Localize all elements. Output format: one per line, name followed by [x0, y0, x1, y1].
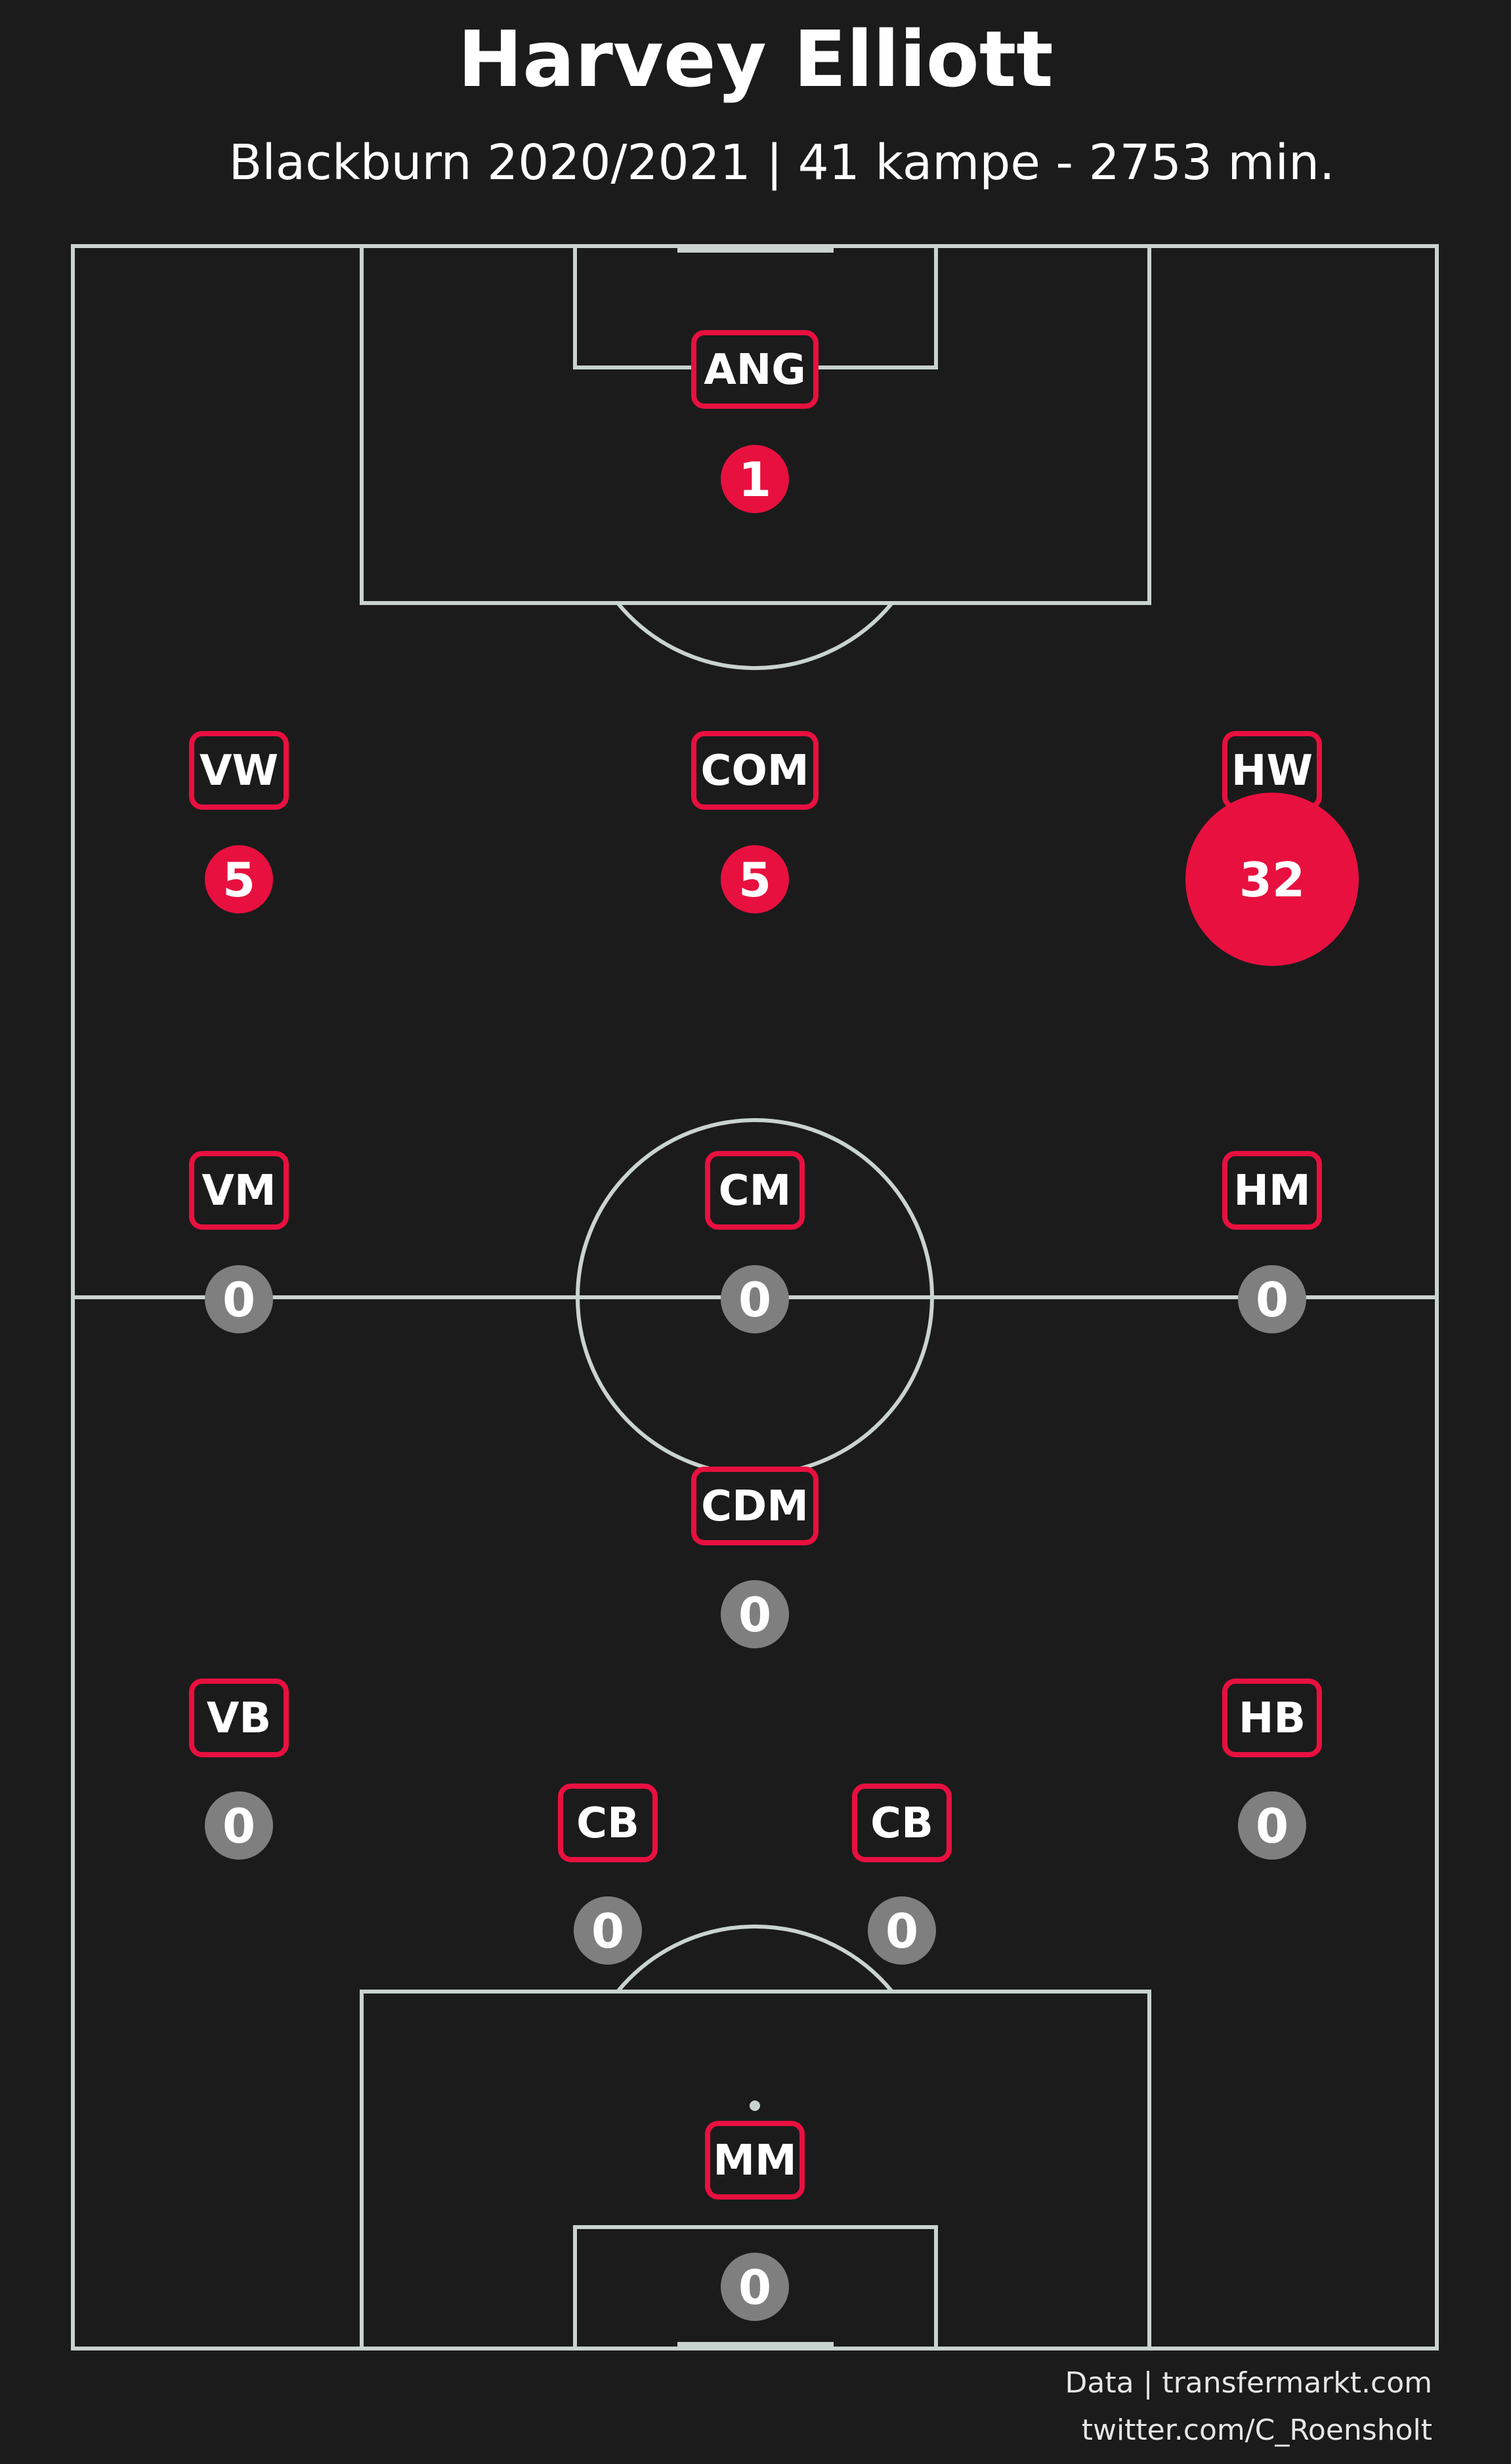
position-hw: HW 32: [1185, 731, 1359, 966]
position-label-box: [558, 1784, 658, 1862]
position-label-box: [852, 1784, 952, 1862]
position-label-box: [705, 2121, 805, 2200]
position-hb: HB 0: [1222, 1679, 1322, 1860]
position-label-box: [705, 1151, 805, 1230]
position-vw: VW 5: [189, 731, 289, 913]
count-circle: [721, 1265, 789, 1333]
position-label: CDM: [701, 1482, 809, 1531]
position-label-box: [691, 731, 819, 810]
count-value: 0: [223, 1799, 255, 1854]
position-label: ANG: [704, 346, 806, 394]
penalty-spot: [750, 2100, 760, 2111]
position-label-box: [1222, 1679, 1322, 1757]
position-label: CM: [719, 1167, 792, 1215]
position-label: HM: [1233, 1167, 1310, 1215]
position-vm: VM 0: [189, 1151, 289, 1333]
position-label: COM: [700, 747, 809, 795]
position-cb-left: CB 0: [558, 1784, 658, 1965]
position-cdm: CDM 0: [691, 1467, 819, 1648]
count-circle: [205, 1791, 273, 1860]
count-value: 0: [738, 2260, 771, 2315]
position-label: HW: [1231, 747, 1313, 795]
count-circle: [1238, 1791, 1306, 1860]
position-label-box: [691, 330, 819, 409]
position-label-box: [189, 1679, 289, 1757]
position-com: COM 5: [691, 731, 819, 913]
count-circle: [205, 1265, 273, 1333]
count-circle: [574, 1896, 642, 1965]
position-cb-right: CB 0: [852, 1784, 952, 1965]
count-value: 0: [738, 1587, 771, 1642]
count-circle: [721, 1580, 789, 1648]
count-value: 5: [223, 852, 255, 908]
position-mm: MM 0: [705, 2121, 805, 2321]
position-label: CB: [576, 1799, 639, 1848]
position-label-box: [189, 1151, 289, 1230]
count-value: 0: [738, 1272, 771, 1327]
data-source-credit: Data | transfermarkt.com: [1065, 2366, 1432, 2400]
position-hm: HM 0: [1222, 1151, 1322, 1333]
position-label: VB: [207, 1694, 271, 1743]
count-circle: [721, 845, 789, 913]
count-value: 0: [1256, 1799, 1288, 1854]
count-circle: [721, 2253, 789, 2321]
position-label: VM: [202, 1167, 276, 1215]
count-circle: [868, 1896, 936, 1965]
count-value: 0: [1256, 1272, 1288, 1327]
top-penalty-arc: [616, 602, 894, 670]
position-label: MM: [713, 2137, 796, 2185]
count-value: 0: [591, 1904, 624, 1959]
author-credit: twitter.com/C_Roensholt: [1081, 2413, 1432, 2447]
position-ang: ANG 1: [691, 330, 819, 513]
count-circle: [1185, 793, 1359, 966]
count-value: 0: [223, 1272, 255, 1327]
count-value: 0: [885, 1904, 918, 1959]
position-cm: CM 0: [705, 1151, 805, 1333]
chart-subtitle: Blackburn 2020/2021 | 41 kampe - 2753 mi…: [228, 135, 1335, 191]
position-label: VW: [200, 747, 278, 795]
count-circle: [721, 445, 789, 513]
position-markers: ANG1VW5COM5HW32VM0CM0HM0CDM0VB0HB0CB0CB0…: [189, 330, 1359, 2321]
top-penalty-box: [360, 244, 1151, 605]
position-label: CB: [870, 1799, 933, 1848]
count-value: 1: [738, 452, 771, 507]
position-vb: VB 0: [189, 1679, 289, 1860]
position-label-box: [691, 1467, 819, 1545]
position-label-box: [1222, 1151, 1322, 1230]
chart-title: Harvey Elliott: [458, 14, 1053, 104]
count-value: 32: [1239, 852, 1305, 908]
bottom-penalty-arc: [616, 1925, 894, 1993]
count-circle: [1238, 1265, 1306, 1333]
count-value: 5: [738, 852, 771, 908]
position-label-box: [189, 731, 289, 810]
count-circle: [205, 845, 273, 913]
pitch-markings: [71, 244, 1439, 2350]
position-label: HB: [1239, 1694, 1306, 1743]
